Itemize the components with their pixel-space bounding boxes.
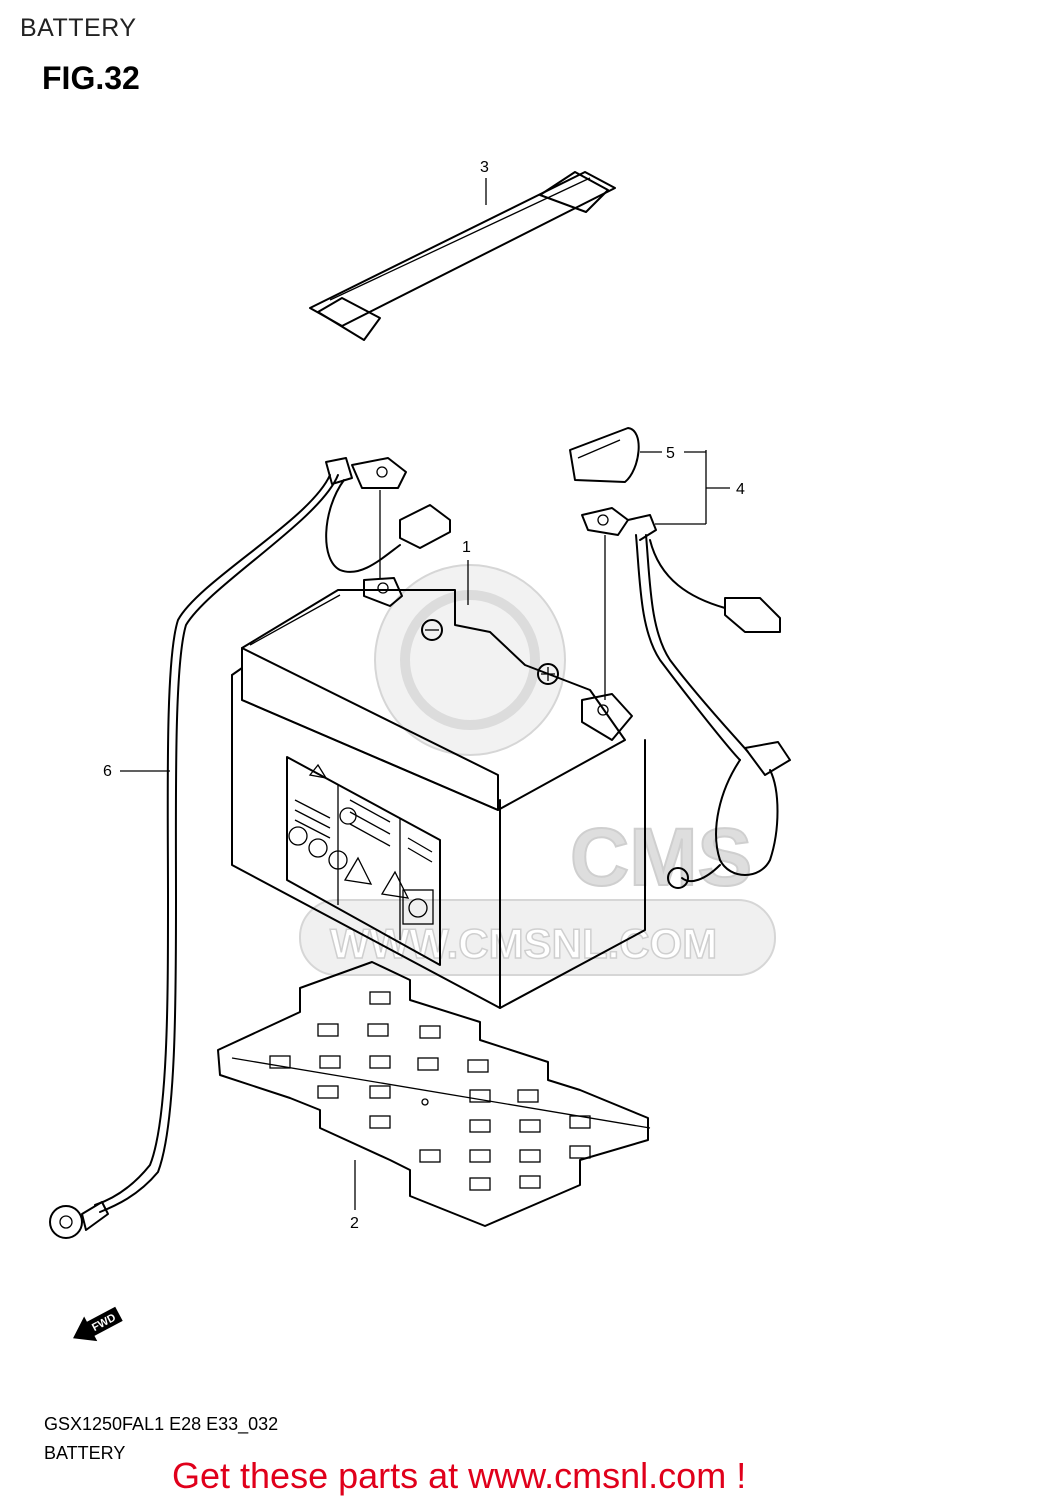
part-6-negative-lead[interactable] xyxy=(49,457,451,1239)
figure-label: FIG.32 xyxy=(42,60,140,96)
parts-cta-link[interactable]: Get these parts at www.cmsnl.com ! xyxy=(172,1455,747,1496)
callout-3-label: 3 xyxy=(480,159,489,176)
part-3-battery-strap[interactable] xyxy=(309,171,616,341)
footer-model-code: GSX1250FAL1 E28 E33_032 xyxy=(44,1414,279,1434)
footer-section-label: BATTERY xyxy=(44,1443,126,1463)
watermark-logo-text: CMS xyxy=(570,812,752,903)
callout-5-label: 5 xyxy=(666,445,675,462)
tray-cutouts xyxy=(269,991,591,1191)
callout-4-label: 4 xyxy=(736,481,745,498)
watermark-url-text: WWW.CMSNL.COM xyxy=(330,920,717,967)
callout-6-label: 6 xyxy=(103,763,112,780)
callout-1-label: 1 xyxy=(462,539,471,556)
page-header-title: BATTERY xyxy=(20,14,137,42)
fwd-direction-badge: FWD xyxy=(73,1306,123,1342)
part-1-battery[interactable] xyxy=(231,577,646,1009)
part-2-battery-tray[interactable] xyxy=(217,961,651,1227)
callout-leaders: 1 2 3 4 5 6 xyxy=(103,159,745,1232)
part-4-positive-lead[interactable] xyxy=(581,507,791,889)
part-5-terminal-cap[interactable] xyxy=(569,427,640,483)
cmsnl-watermark: CMS WWW.CMSNL.COM xyxy=(299,564,776,976)
callout-2-label: 2 xyxy=(350,1215,359,1232)
